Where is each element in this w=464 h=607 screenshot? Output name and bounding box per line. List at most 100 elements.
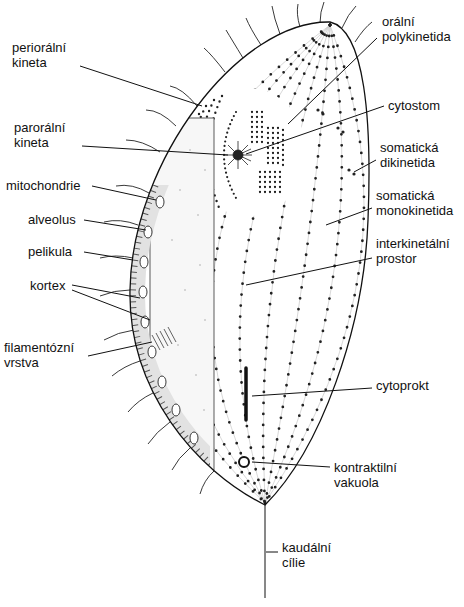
cytostome xyxy=(233,150,243,160)
oral-polykinetid xyxy=(251,112,253,146)
cutaway-stipple xyxy=(189,149,190,150)
leader-lines xyxy=(84,220,146,230)
mitochondria xyxy=(144,226,152,238)
leader-lines xyxy=(88,342,152,356)
dikinetids xyxy=(316,108,319,111)
cilia xyxy=(246,18,261,45)
cutaway-stipple xyxy=(177,344,178,345)
dikinetids xyxy=(341,130,344,133)
part-label: cytoprokt xyxy=(376,378,429,393)
dikinetids xyxy=(321,112,324,115)
oral-polykinetid xyxy=(282,130,284,166)
cilia xyxy=(272,6,280,34)
part-label: interkinetální prostor xyxy=(376,236,450,266)
leader-lines xyxy=(80,66,202,106)
kinetid-dots xyxy=(265,25,364,503)
cutaway-stipple xyxy=(197,214,198,215)
oral-polykinetid xyxy=(252,112,283,196)
mitochondria xyxy=(190,432,198,444)
oral-polykinetid xyxy=(277,128,279,168)
oral-polykinetid xyxy=(267,128,269,168)
cutaway-stipple xyxy=(199,264,200,265)
cilia xyxy=(226,30,243,58)
filamentous-layer xyxy=(168,327,176,342)
filamentous-layer xyxy=(152,335,160,350)
part-label: alveolus xyxy=(28,212,76,227)
leader-lines xyxy=(252,462,330,467)
leader-lines xyxy=(326,208,372,225)
part-label: filamentózní vrstva xyxy=(4,340,74,370)
leader-lines xyxy=(84,252,133,260)
part-label: kortex xyxy=(30,278,65,293)
mitochondria xyxy=(139,196,198,444)
cutaway-stipple xyxy=(204,319,205,320)
cilia xyxy=(355,22,372,42)
part-label: kaudální cílie xyxy=(282,540,331,570)
mitochondria xyxy=(172,404,180,416)
cutaway-stipple xyxy=(204,169,205,170)
cilia xyxy=(172,448,190,470)
cortex-band xyxy=(130,185,210,475)
cilia xyxy=(148,422,170,444)
leader-lines xyxy=(92,186,156,200)
cortex-band xyxy=(130,185,210,475)
filamentous-layer xyxy=(164,329,172,344)
part-label: somatická dikinetida xyxy=(380,140,439,170)
cilia xyxy=(342,6,356,28)
cutaway-stipple xyxy=(169,139,206,455)
mitochondria xyxy=(140,256,148,268)
cilia xyxy=(200,471,214,494)
dikinetids xyxy=(347,168,350,171)
part-label: mitochondrie xyxy=(6,178,80,193)
leader-lines xyxy=(246,106,384,154)
cilia xyxy=(204,48,225,72)
leader-lines xyxy=(82,146,228,155)
leader-lines xyxy=(252,388,372,396)
filamentous-layer xyxy=(152,327,176,350)
cutaway-stipple xyxy=(184,289,185,290)
mitochondria xyxy=(148,346,156,358)
leader-lines xyxy=(72,290,150,320)
cilia xyxy=(104,330,134,340)
leader-lines xyxy=(266,552,278,553)
part-label: cytostom xyxy=(388,98,440,113)
cytostome xyxy=(224,141,252,169)
caudal-cilium xyxy=(265,503,266,598)
leader-lines xyxy=(288,38,377,124)
dikinetids xyxy=(336,126,339,129)
oral-polykinetid xyxy=(259,172,261,196)
mitochondria xyxy=(158,376,166,388)
cilia xyxy=(128,393,153,412)
cutaway-stipple xyxy=(195,374,196,375)
oral-polykinetid xyxy=(269,172,271,196)
contractile-vacuole xyxy=(239,457,249,467)
leader-lines xyxy=(354,160,376,172)
cytoproct xyxy=(244,368,248,420)
cortex-band xyxy=(130,185,210,475)
part-label: kontraktilní vakuola xyxy=(334,460,397,490)
cutaway-stipple xyxy=(171,239,172,240)
oral-polykinetid xyxy=(272,128,274,168)
part-label: periorální kineta xyxy=(12,40,66,70)
cilia xyxy=(146,110,176,126)
filamentous-layer xyxy=(160,331,168,346)
dikinetids xyxy=(352,172,355,175)
part-label: pelikula xyxy=(28,244,72,259)
oral-polykinetid xyxy=(279,172,281,196)
oral-polykinetid xyxy=(274,172,276,196)
cutaway-stipple xyxy=(179,189,180,190)
part-label: orální polykinetida xyxy=(382,14,451,44)
filamentous-layer xyxy=(156,333,164,348)
mitochondria xyxy=(156,196,164,208)
cilia xyxy=(320,2,324,23)
dikinetids xyxy=(316,108,355,175)
leader-lines xyxy=(246,258,372,285)
mitochondria xyxy=(139,286,147,298)
cutaway-stipple xyxy=(203,409,204,410)
oral-polykinetid xyxy=(264,172,266,196)
oral-polykinetid xyxy=(261,112,263,146)
oral-polykinetid xyxy=(256,112,258,146)
